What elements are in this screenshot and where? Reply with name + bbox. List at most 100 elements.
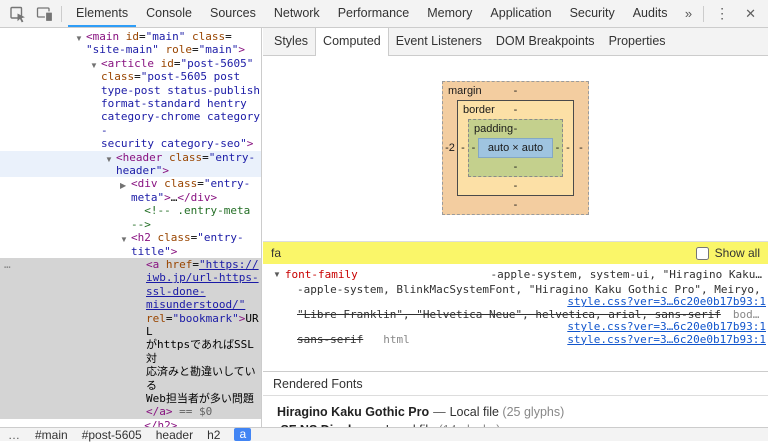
margin-left-value[interactable]: -2 <box>445 142 455 154</box>
dom-node-entry-meta-comment[interactable]: <!-- .entry-meta --> <box>0 204 261 231</box>
trace-value-struck: "Libre Franklin", "Helvetica Neue", helv… <box>297 308 721 321</box>
padding-bottom-value[interactable]: - <box>513 161 518 173</box>
sidebar-tab-styles[interactable]: Styles <box>274 34 309 48</box>
sidebar-tab-event-listeners[interactable]: Event Listeners <box>395 34 482 48</box>
property-expand-arrow-icon[interactable]: ▼ <box>273 270 281 279</box>
box-model-border-ring[interactable]: border - - padding - - auto × au <box>457 100 574 196</box>
dom-token-dim: == $0 <box>172 405 213 419</box>
sidebar-tab-computed[interactable]: Computed <box>315 28 389 56</box>
devtools-tab-security[interactable]: Security <box>569 6 615 20</box>
dom-token-att: href <box>159 257 193 271</box>
stylesheet-link[interactable]: style.css?ver=3…6c20e0b17b93:1 <box>567 333 766 346</box>
dom-token-tag: > <box>162 164 169 178</box>
devtools-menu-kebab-icon[interactable]: ⋮ <box>715 5 730 21</box>
breadcrumb-item-h2[interactable]: h2 <box>207 427 221 442</box>
computed-property-row-font-family[interactable]: ▼ font-family -apple-system, system-ui, … <box>263 264 768 283</box>
margin-right-value[interactable]: - <box>579 142 583 154</box>
stylesheet-link[interactable]: style.css?ver=3…6c20e0b17b93:1 <box>567 321 766 334</box>
toolbar-separator-right <box>703 5 705 22</box>
device-toolbar-icon[interactable] <box>31 1 58 26</box>
dom-node-anchor-entry-title-link[interactable]: … <a href="https:// iwb.jp/url-https- ssl… <box>0 257 261 419</box>
dom-token-tag: </a> <box>146 405 173 419</box>
elements-dom-tree-panel[interactable]: ▼<main id="main" class= "site-main" role… <box>0 28 262 427</box>
box-model-margin-ring[interactable]: margin - -2 border - - padding - <box>442 81 589 215</box>
rendered-font-dash: — <box>365 423 386 427</box>
border-left-value[interactable]: - <box>461 142 465 154</box>
breadcrumb-overflow[interactable]: … <box>8 427 21 442</box>
show-all-label: Show all <box>714 246 760 260</box>
sidebar-tab-dom-breakpoints[interactable]: DOM Breakpoints <box>495 34 595 48</box>
trace-selector: bod… <box>732 308 760 321</box>
dom-token-txt: = <box>202 150 209 164</box>
sidebar-tab-bar: Styles Computed Event Listeners DOM Breakpo… <box>263 28 768 56</box>
dom-token-tag: > <box>170 244 178 258</box>
dom-token-tag: </h2> <box>131 418 178 427</box>
collapse-arrow-icon[interactable]: ▼ <box>105 154 113 164</box>
dom-token-str: "bookmark" <box>172 311 239 325</box>
devtools-tab-bar: Elements Console Sources Network Performance… <box>67 0 676 27</box>
hidden-rows-marker: … <box>4 257 12 271</box>
devtools-tab-memory[interactable]: Memory <box>427 6 473 20</box>
rendered-font-row: Hiragino Kaku Gothic Pro—Local file (25 … <box>277 404 768 422</box>
dom-token-txt: = <box>173 56 181 70</box>
border-top-value[interactable]: - <box>513 104 518 116</box>
breadcrumb-item-post-5605[interactable]: #post-5605 <box>81 427 142 442</box>
computed-filter-input[interactable] <box>271 246 696 260</box>
dom-token-tag: > <box>238 43 245 57</box>
dom-token-att: rel <box>146 311 166 325</box>
dom-node-article[interactable]: ▼<article id="post-5605" class="post-560… <box>0 57 261 151</box>
box-model-margin-label: margin <box>448 85 482 97</box>
margin-top-value[interactable]: - <box>513 85 518 97</box>
dom-token-txt: = <box>192 257 199 271</box>
dom-node-header[interactable]: ▼<header class="entry- header"> <box>0 150 261 178</box>
dom-token-att: id <box>153 56 174 70</box>
dom-node-h2-close[interactable]: </h2> <box>0 419 261 427</box>
devtools-tab-network[interactable]: Network <box>273 6 320 20</box>
dom-node-main[interactable]: ▼<main id="main" class= "site-main" role… <box>0 30 261 57</box>
border-bottom-value[interactable]: - <box>513 180 518 192</box>
padding-left-value[interactable]: - <box>471 142 476 154</box>
devtools-tab-elements[interactable]: Elements <box>67 0 137 27</box>
dom-token-txt: URL がhttpsであればSSL対 応済みと勘違いしている Web担当者が多い… <box>146 311 259 405</box>
show-all-checkbox[interactable] <box>695 246 709 260</box>
dom-token-str: "main" <box>198 43 239 57</box>
breadcrumb-item-main[interactable]: #main <box>35 427 68 442</box>
devtools-tab-sources[interactable]: Sources <box>209 6 256 20</box>
dom-node-h2-entry-title[interactable]: ▼<h2 class="entry- title"> <box>0 231 261 258</box>
collapse-arrow-icon[interactable]: ▼ <box>75 34 83 43</box>
devtools-tab-application[interactable]: Application <box>490 6 552 20</box>
margin-bottom-value[interactable]: - <box>513 199 518 211</box>
rendered-font-glyphs: (14 glyphs) <box>439 423 501 427</box>
sidebar-tab-properties[interactable]: Properties <box>608 34 666 48</box>
rendered-font-dash: — <box>433 405 446 420</box>
attribute-link-value[interactable]: "https:// iwb.jp/url-https- ssl-done- mi… <box>146 257 259 312</box>
stylesheet-link[interactable]: style.css?ver=3…6c20e0b17b93:1 <box>567 296 766 309</box>
collapse-arrow-icon[interactable]: ▼ <box>120 235 128 245</box>
border-right-value[interactable]: - <box>566 142 570 154</box>
dom-token-att: role <box>158 43 192 57</box>
box-model-padding-ring[interactable]: padding - - auto × auto - - <box>468 119 563 177</box>
dom-token-txt: = <box>225 30 232 43</box>
devtools-tab-audits[interactable]: Audits <box>632 6 668 20</box>
breadcrumb-item-header[interactable]: header <box>155 427 194 442</box>
padding-top-value[interactable]: - <box>513 123 518 135</box>
dom-token-str: "site-main" <box>86 43 159 57</box>
padding-right-value[interactable]: - <box>555 142 560 154</box>
dom-token-tag: <a <box>146 257 160 271</box>
devtools-toolbar: Elements Console Sources Network Performance… <box>0 0 768 28</box>
dom-token-txt: = <box>139 30 146 43</box>
inspect-element-icon[interactable] <box>4 1 31 26</box>
devtools-tab-console[interactable]: Console <box>146 6 192 20</box>
dom-token-tag: <main <box>86 30 120 43</box>
box-model-content-box[interactable]: auto × auto <box>478 138 553 158</box>
devtools-close-icon[interactable]: ✕ <box>745 5 756 21</box>
trace-selector: html <box>383 333 410 346</box>
trace-overridden-body: "Libre Franklin", "Helvetica Neue", helv… <box>297 309 766 334</box>
dom-token-txt: = <box>134 70 141 84</box>
more-tabs-chevron-icon[interactable]: » <box>684 6 693 21</box>
expand-arrow-icon[interactable]: ▶ <box>120 181 127 191</box>
collapse-arrow-icon[interactable]: ▼ <box>90 60 98 70</box>
breadcrumb-item-a[interactable]: a <box>234 428 252 441</box>
devtools-tab-performance[interactable]: Performance <box>337 6 410 20</box>
dom-node-entry-meta-div[interactable]: ▶<div class="entry- meta">…</div> <box>0 177 261 204</box>
